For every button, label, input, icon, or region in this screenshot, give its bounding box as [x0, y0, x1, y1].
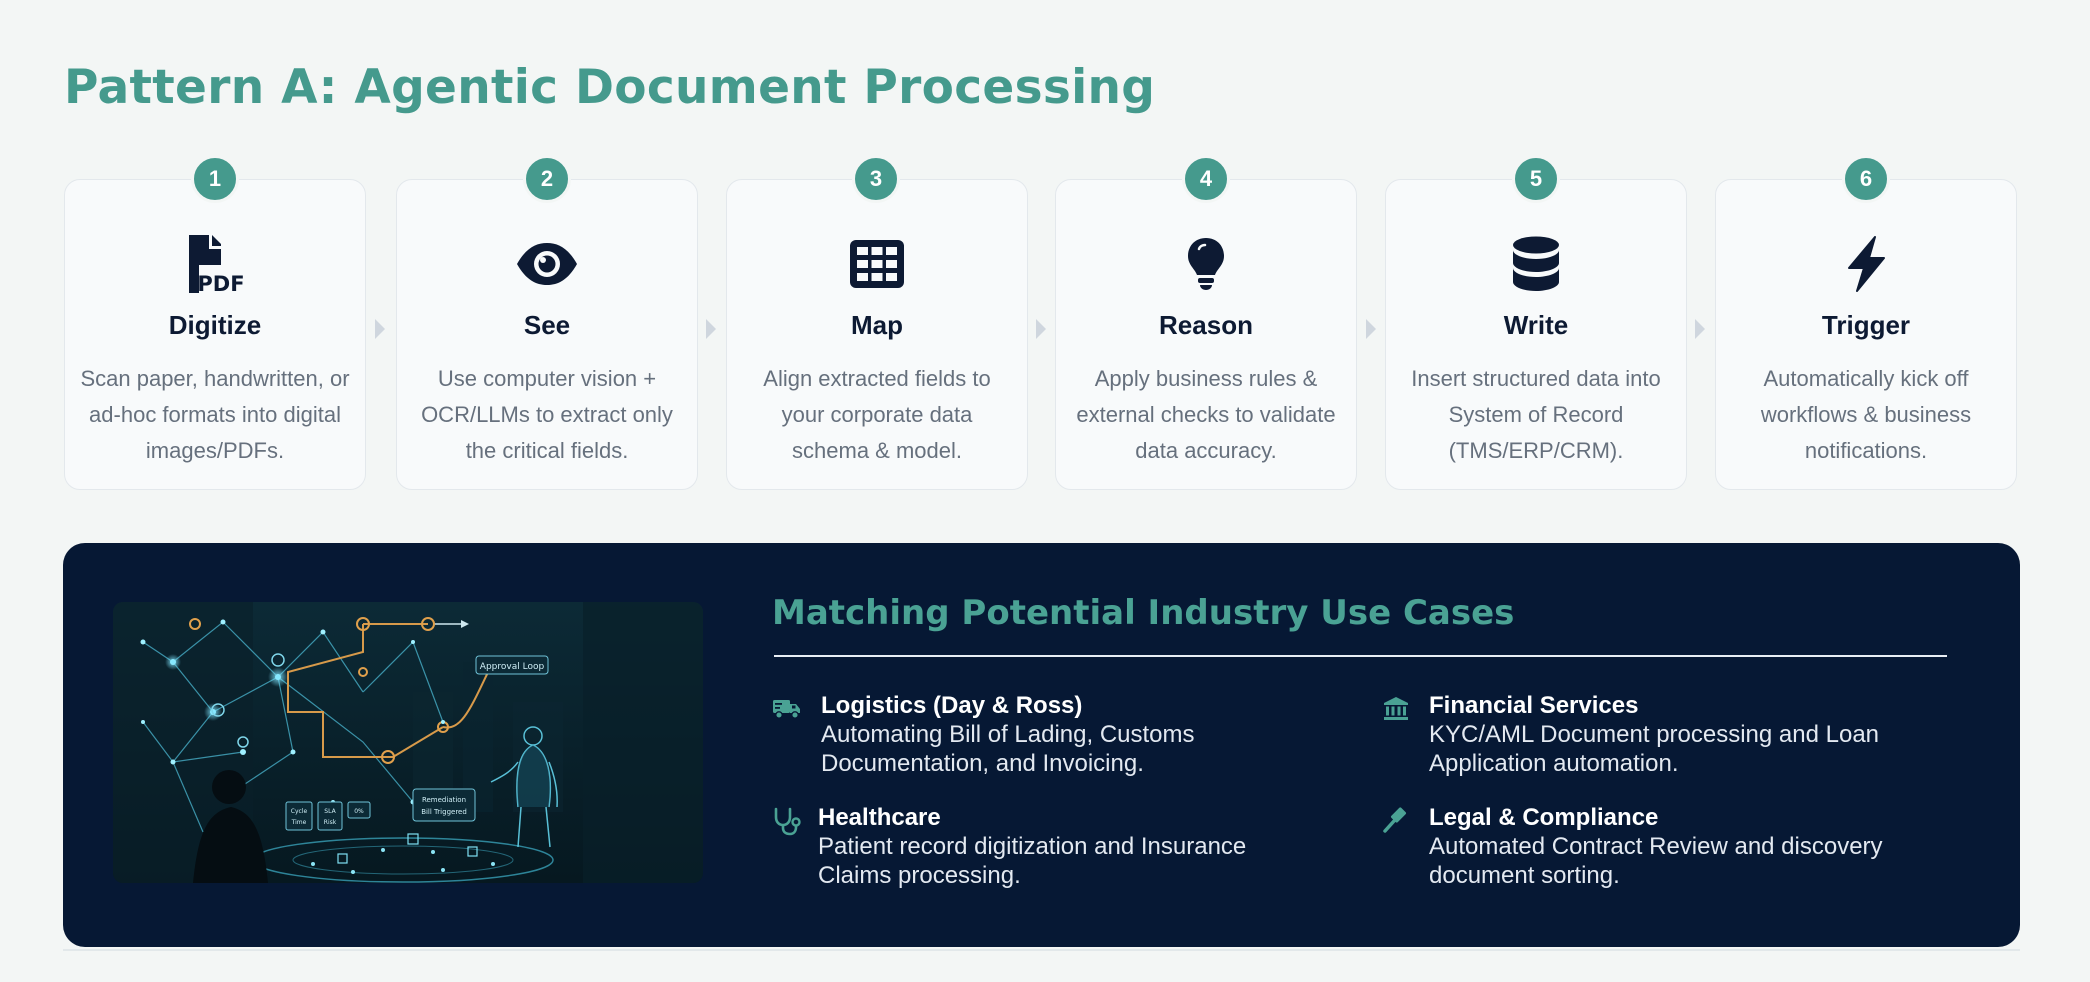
- illustration-label: SLA: [324, 808, 336, 815]
- lightning-bolt-icon: [1716, 232, 2016, 296]
- chevron-right-icon: [375, 319, 385, 339]
- step-number-badge: 1: [191, 155, 239, 203]
- illustration-label: Bill Triggered: [421, 808, 467, 816]
- step-description: Insert structured data into System of Re…: [1411, 366, 1661, 463]
- step-number-badge: 4: [1182, 155, 1230, 203]
- title-divider: [774, 655, 1947, 657]
- eye-icon: [397, 232, 697, 296]
- grid-table-icon: [727, 232, 1027, 296]
- pdf-file-icon: PDF: [65, 232, 365, 296]
- step-number-badge: 3: [852, 155, 900, 203]
- bank-icon: [1384, 697, 1408, 720]
- usecase-description: KYC/AML Document processing and Loan App…: [1429, 721, 1880, 777]
- agentic-network-illustration: Approval Loop Remediation Bill Triggered…: [113, 602, 703, 883]
- usecase-description: Automated Contract Review and discovery …: [1429, 833, 1883, 889]
- usecase-title: Logistics (Day & Ross): [821, 692, 1083, 719]
- illustration-label: Time: [291, 819, 307, 826]
- illustration-label: 0%: [354, 808, 364, 815]
- step-title: Write: [1503, 310, 1569, 340]
- use-cases-title: Matching Potential Industry Use Cases: [772, 593, 1515, 633]
- step-description: Automatically kick off workflows & busin…: [1760, 366, 1972, 463]
- step-number-badge: 6: [1842, 155, 1890, 203]
- chevron-right-icon: [1036, 319, 1046, 339]
- stethoscope-icon: [774, 807, 801, 836]
- lightbulb-icon: [1056, 232, 1356, 296]
- step-card-see[interactable]: See Use computer vision + OCR/LLMs to ex…: [396, 179, 698, 490]
- page-title: Pattern A: Agentic Document Processing: [64, 60, 1156, 115]
- usecase-title: Legal & Compliance: [1429, 804, 1659, 831]
- process-steps: PDF Digitize Scan paper, handwritten, or…: [64, 155, 2019, 490]
- illustration-label: Remediation: [422, 796, 466, 804]
- illustration-label: Approval Loop: [480, 662, 545, 672]
- usecase-title: Healthcare: [818, 804, 941, 831]
- step-number-badge: 5: [1512, 155, 1560, 203]
- usecase-logistics[interactable]: Logistics (Day & Ross) Automating Bill o…: [772, 692, 1332, 782]
- gavel-icon: [1383, 807, 1407, 833]
- step-card-map[interactable]: Map Align extracted fields to your corpo…: [726, 179, 1028, 490]
- usecase-healthcare[interactable]: Healthcare Patient record digitization a…: [772, 804, 1332, 894]
- step-title: Digitize: [168, 310, 262, 340]
- usecase-legal-compliance[interactable]: Legal & Compliance Automated Contract Re…: [1381, 804, 1941, 894]
- database-icon: [1386, 232, 1686, 296]
- step-title: Trigger: [1821, 310, 1911, 340]
- illustration-label: Risk: [324, 819, 337, 826]
- step-description: Use computer vision + OCR/LLMs to extrac…: [421, 366, 673, 463]
- use-cases-panel: Approval Loop Remediation Bill Triggered…: [63, 543, 2020, 947]
- step-title: Reason: [1159, 310, 1253, 340]
- step-title: See: [523, 310, 571, 340]
- step-card-reason[interactable]: Reason Apply business rules & external c…: [1055, 179, 1357, 490]
- step-number-badge: 2: [523, 155, 571, 203]
- svg-text:PDF: PDF: [197, 272, 243, 293]
- step-description: Scan paper, handwritten, or ad-hoc forma…: [80, 366, 350, 463]
- step-description: Align extracted fields to your corporate…: [763, 366, 991, 463]
- step-title: Map: [851, 310, 903, 340]
- chevron-right-icon: [706, 319, 716, 339]
- usecase-title: Financial Services: [1429, 692, 1639, 719]
- illustration-label: Cycle: [291, 808, 308, 815]
- usecase-financial-services[interactable]: Financial Services KYC/AML Document proc…: [1381, 692, 1941, 782]
- bottom-divider: [63, 949, 2020, 951]
- chevron-right-icon: [1695, 319, 1705, 339]
- chevron-right-icon: [1366, 319, 1376, 339]
- step-card-write[interactable]: Write Insert structured data into System…: [1385, 179, 1687, 490]
- usecase-description: Automating Bill of Lading, Customs Docum…: [821, 721, 1195, 777]
- usecase-description: Patient record digitization and Insuranc…: [818, 833, 1247, 889]
- truck-icon: [773, 700, 800, 719]
- step-card-digitize[interactable]: PDF Digitize Scan paper, handwritten, or…: [64, 179, 366, 490]
- step-card-trigger[interactable]: Trigger Automatically kick off workflows…: [1715, 179, 2017, 490]
- step-description: Apply business rules & external checks t…: [1076, 366, 1336, 463]
